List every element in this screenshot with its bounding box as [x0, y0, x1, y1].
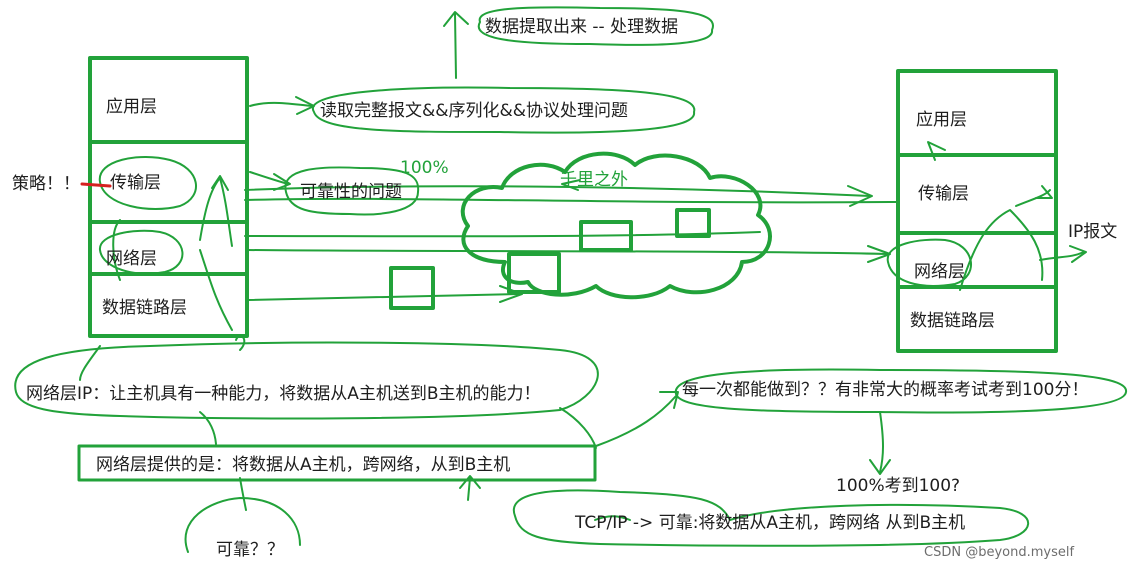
oval-network-left — [99, 229, 184, 275]
csdn-watermark: CSDN @beyond.myself — [924, 545, 1075, 560]
percent-label: 100% — [400, 158, 449, 178]
oval-reliable-q — [184, 497, 301, 553]
strategy-red-mark — [80, 182, 112, 188]
router-box-4 — [675, 208, 711, 238]
connector-lines — [79, 11, 1087, 521]
ip-packet-label: IP报文 — [1068, 222, 1118, 242]
reliability-label: 可靠性的问题 — [300, 182, 402, 202]
left-transport-layer-label: 传输层 — [110, 173, 161, 193]
left-stack-frame — [88, 56, 249, 338]
router-box-1 — [389, 266, 435, 310]
oval-tcp-ip — [512, 489, 1030, 547]
network-ip-label: 网络层IP：让主机具有一种能力，将数据从A主机送到B主机的能力！ — [26, 384, 541, 404]
right-datalink-layer-label: 数据链路层 — [910, 311, 995, 331]
internet-cloud — [460, 151, 772, 300]
oval-network-ip — [14, 341, 599, 420]
right-app-layer-label: 应用层 — [916, 110, 967, 130]
network-provide-box — [77, 444, 597, 482]
far-away-label: 千里之外 — [560, 170, 628, 190]
score-question-label: 100%考到100? — [836, 476, 961, 496]
oval-app-issues — [311, 86, 696, 134]
oval-reliability — [284, 166, 420, 216]
right-stack-frame — [896, 69, 1058, 353]
oval-every-time — [674, 368, 1128, 414]
every-time-label: 每一次都能做到？？有非常大的概率考试考到100分！ — [682, 380, 1089, 400]
left-network-layer-label: 网络层 — [106, 249, 157, 269]
right-network-layer-label: 网络层 — [914, 262, 965, 282]
top-process-label: 数据提取出来 -- 处理数据 — [485, 17, 679, 37]
tcp-ip-label: TCP/IP -> 可靠:将数据从A主机，跨网络 从到B主机 — [575, 513, 966, 533]
network-provide-label: 网络层提供的是：将数据从A主机，跨网络，从到B主机 — [96, 455, 511, 475]
oval-transport-left — [98, 156, 197, 210]
router-box-2 — [507, 252, 561, 294]
right-transport-layer-label: 传输层 — [918, 184, 969, 204]
reliable-question-label: 可靠？？ — [216, 540, 284, 560]
left-app-layer-label: 应用层 — [106, 97, 157, 117]
strategy-label: 策略！！ — [12, 174, 80, 194]
app-issues-label: 读取完整报文&&序列化&&协议处理问题 — [320, 101, 629, 121]
left-datalink-layer-label: 数据链路层 — [102, 298, 187, 318]
oval-network-right — [886, 238, 972, 287]
oval-top-process — [477, 6, 714, 46]
